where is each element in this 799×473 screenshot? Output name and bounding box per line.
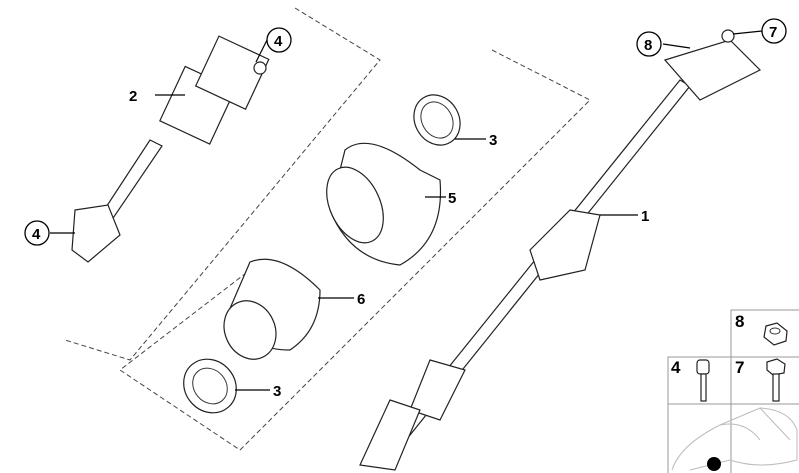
callout-8: 8 [644,37,652,54]
callout-4-upper: 4 [274,33,283,50]
callout-circle [761,18,787,44]
boot-upper [326,142,442,266]
callout-1: 1 [641,208,649,225]
group-outline-center [119,49,591,451]
seal-ring-lower [183,358,237,414]
legend-label-7: 7 [735,358,744,377]
group-outline-left [64,7,381,361]
legend-label-8: 8 [735,312,744,331]
steering-shaft [359,29,762,471]
callout-5: 5 [448,190,456,207]
legend-label-4: 4 [671,358,681,377]
callout-circle [24,220,50,246]
callout-circle [266,27,292,53]
hardware-legend: 8 4 7 [667,309,799,473]
car-location-icon [671,407,798,471]
callout-4-lower: 4 [32,226,41,243]
callout-7: 7 [769,24,777,41]
nut-icon [763,322,788,346]
seal-ring-upper [413,94,461,146]
callout-3-lower: 3 [273,383,281,400]
bolt-4-icon [696,359,710,402]
callout-3-upper: 3 [489,132,497,149]
callout-circle [636,31,662,57]
callout-6: 6 [357,291,365,308]
boot-lower [223,258,321,360]
bolt-7-icon [766,358,786,402]
callout-2: 2 [129,88,137,105]
universal-joint-assembly [71,35,270,263]
